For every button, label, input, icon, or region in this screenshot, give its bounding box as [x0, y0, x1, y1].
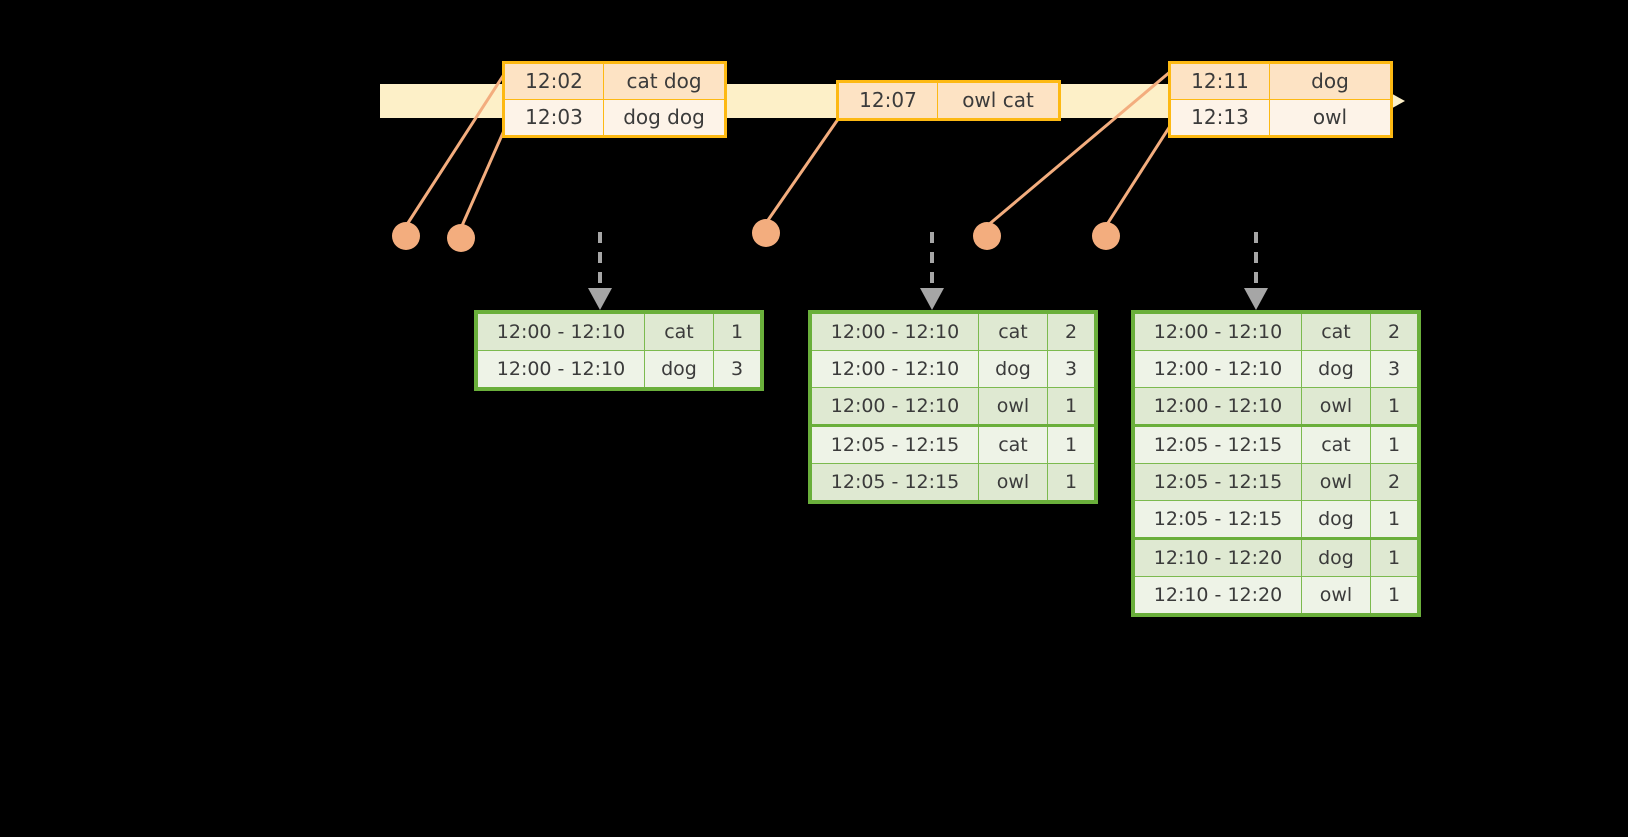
result-word: cat: [644, 311, 714, 351]
event-words: cat dog: [603, 62, 726, 100]
event-dot-5: [1092, 222, 1120, 250]
result-word: dog: [1301, 538, 1371, 577]
result-word: cat: [978, 311, 1048, 351]
event-words: owl: [1269, 99, 1392, 137]
event-group-2: 12:07 owl cat: [836, 80, 1061, 121]
event-row: 12:03 dog dog: [503, 99, 726, 137]
result-count: 1: [713, 311, 763, 351]
result-window: 12:05 - 12:15: [809, 425, 979, 464]
result-word: cat: [1301, 311, 1371, 351]
result-count: 2: [1370, 463, 1420, 501]
result-count: 1: [1047, 463, 1097, 503]
event-dot-3: [752, 219, 780, 247]
event-dot-4: [973, 222, 1001, 250]
leader-line-5: [1104, 122, 1174, 227]
result-word: dog: [1301, 350, 1371, 388]
event-time: 12:07: [837, 81, 938, 120]
result-window: 12:00 - 12:10: [475, 311, 645, 351]
event-row: 12:02 cat dog: [503, 62, 726, 100]
leader-line-2: [459, 125, 508, 229]
event-group-1: 12:02 cat dog 12:03 dog dog: [502, 61, 727, 138]
result-count: 1: [1370, 387, 1420, 427]
flow-arrow-head-1: [588, 288, 612, 310]
result-window: 12:00 - 12:10: [809, 311, 979, 351]
event-words: dog: [1269, 62, 1392, 100]
result-count: 3: [1370, 350, 1420, 388]
result-word: owl: [978, 387, 1048, 427]
event-time: 12:03: [503, 99, 604, 137]
result-count: 1: [1047, 425, 1097, 464]
result-window: 12:00 - 12:10: [1132, 387, 1302, 427]
result-window: 12:00 - 12:10: [1132, 350, 1302, 388]
result-window: 12:05 - 12:15: [1132, 425, 1302, 464]
leader-line-3: [764, 111, 845, 224]
result-count: 3: [713, 350, 763, 390]
event-words: dog dog: [603, 99, 726, 137]
event-time: 12:02: [503, 62, 604, 100]
result-window: 12:05 - 12:15: [1132, 463, 1302, 501]
flow-arrow-head-2: [920, 288, 944, 310]
result-window: 12:00 - 12:10: [475, 350, 645, 390]
result-window: 12:00 - 12:10: [1132, 311, 1302, 351]
flow-arrow-head-3: [1244, 288, 1268, 310]
result-count: 1: [1370, 425, 1420, 464]
result-window: 12:00 - 12:10: [809, 350, 979, 388]
result-count: 1: [1370, 500, 1420, 540]
event-row: 12:11 dog: [1169, 62, 1392, 100]
event-row: 12:13 owl: [1169, 99, 1392, 137]
event-row: 12:07 owl cat: [837, 81, 1060, 120]
result-window: 12:05 - 12:15: [809, 463, 979, 503]
result-count: 1: [1370, 538, 1420, 577]
result-window: 12:10 - 12:20: [1132, 538, 1302, 577]
result-window: 12:00 - 12:10: [809, 387, 979, 427]
result-word: owl: [1301, 387, 1371, 427]
result-count: 2: [1370, 311, 1420, 351]
event-dot-2: [447, 224, 475, 252]
result-word: dog: [644, 350, 714, 390]
event-words: owl cat: [937, 81, 1060, 120]
result-word: cat: [1301, 425, 1371, 464]
result-count: 1: [1370, 576, 1420, 616]
event-dot-1: [392, 222, 420, 250]
event-group-3: 12:11 dog 12:13 owl: [1168, 61, 1393, 138]
result-word: dog: [1301, 500, 1371, 540]
result-word: owl: [1301, 576, 1371, 616]
event-time: 12:13: [1169, 99, 1270, 137]
result-word: owl: [978, 463, 1048, 503]
result-window: 12:05 - 12:15: [1132, 500, 1302, 540]
result-count: 3: [1047, 350, 1097, 388]
result-window: 12:10 - 12:20: [1132, 576, 1302, 616]
result-word: owl: [1301, 463, 1371, 501]
event-time: 12:11: [1169, 62, 1270, 100]
result-count: 2: [1047, 311, 1097, 351]
result-word: dog: [978, 350, 1048, 388]
result-count: 1: [1047, 387, 1097, 427]
result-word: cat: [978, 425, 1048, 464]
